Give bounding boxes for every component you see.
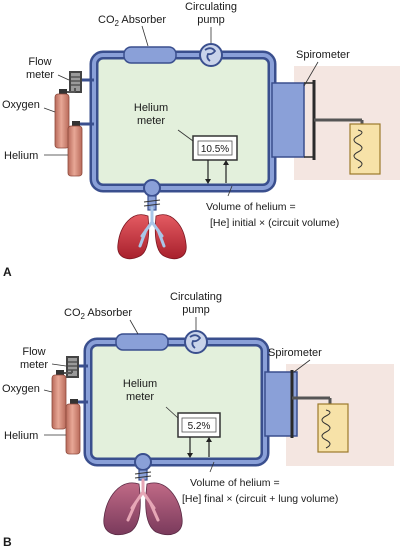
helium-meter-label-line2: meter xyxy=(126,391,154,403)
oxygen-cylinder xyxy=(54,88,76,149)
volume-formula-line1: Volume of helium = xyxy=(206,201,296,213)
pump-label-line1: Circulating xyxy=(170,291,222,303)
helium-meter xyxy=(177,129,238,184)
helium-meter-label-line2: meter xyxy=(137,115,165,127)
volume-formula-line1: Volume of helium = xyxy=(190,477,280,489)
helium-meter xyxy=(165,406,221,458)
mouthpiece-valve xyxy=(134,453,152,481)
pump-label-line1: Circulating xyxy=(185,1,237,13)
spirometer xyxy=(271,66,400,180)
co2-absorber-label: CO2 Absorber xyxy=(64,307,132,321)
helium-label: Helium xyxy=(4,430,38,442)
flow-meter-label-line2: meter xyxy=(20,359,48,371)
kymograph-drum xyxy=(349,123,381,175)
panel-letter-b: B xyxy=(3,535,12,549)
spirometer-label: Spirometer xyxy=(296,49,350,61)
panel-a: CO2 Absorber Circulating pump Spirometer… xyxy=(2,1,400,279)
oxygen-label: Oxygen xyxy=(2,383,40,395)
helium-cylinder xyxy=(67,121,94,177)
mouthpiece-valve xyxy=(143,179,161,211)
flow-meter-label-line1: Flow xyxy=(22,346,45,358)
flow-meter-label-line1: Flow xyxy=(28,56,51,68)
spirometer-label: Spirometer xyxy=(268,347,322,359)
oxygen-label: Oxygen xyxy=(2,99,40,111)
circulating-pump xyxy=(184,330,208,354)
circuit-loop xyxy=(83,337,270,467)
lungs xyxy=(103,478,183,535)
volume-formula-line2: [He] final × (circuit + lung volume) xyxy=(182,493,338,505)
circulating-pump xyxy=(199,43,223,67)
co2-absorber-canister xyxy=(123,46,177,64)
lungs xyxy=(117,206,187,260)
pump-label-line2: pump xyxy=(182,304,210,316)
helium-meter-reading: 5.2% xyxy=(188,421,211,432)
helium-meter-label-line1: Helium xyxy=(134,102,168,114)
spirometer xyxy=(264,364,394,466)
kymograph-drum xyxy=(317,403,349,453)
flow-meter-label-line2: meter xyxy=(26,69,54,81)
helium-label: Helium xyxy=(4,150,38,162)
helium-meter-reading: 10.5% xyxy=(201,144,229,155)
helium-cylinder xyxy=(65,399,88,455)
oxygen-cylinder xyxy=(51,370,73,430)
circuit-loop xyxy=(89,50,277,193)
panel-letter-a: A xyxy=(3,265,12,279)
co2-absorber-canister xyxy=(115,333,169,351)
panel-b: CO2 Absorber Circulating pump Spirometer… xyxy=(2,291,394,549)
volume-formula-line2: [He] initial × (circuit volume) xyxy=(210,217,339,229)
co2-absorber-label: CO2 Absorber xyxy=(98,14,166,28)
flow-meter xyxy=(69,71,94,93)
helium-meter-label-line1: Helium xyxy=(123,378,157,390)
pump-label-line2: pump xyxy=(197,14,225,26)
